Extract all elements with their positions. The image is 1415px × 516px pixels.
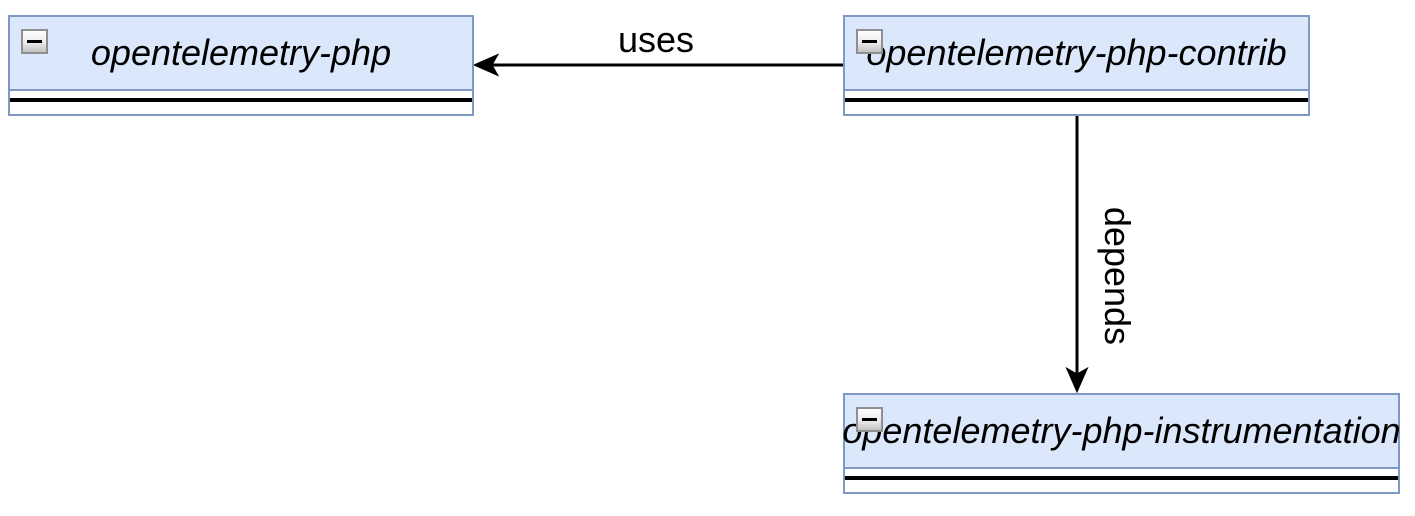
node-opentelemetry-php[interactable]: opentelemetry-php [8,15,474,116]
node-title-bar: opentelemetry-php-instrumentation [842,395,1401,469]
node-title-bar: opentelemetry-php-contrib [845,17,1308,91]
node-opentelemetry-php-instrumentation[interactable]: opentelemetry-php-instrumentation [842,393,1401,494]
minus-glyph [862,40,877,43]
arrowhead-icon [1065,366,1089,394]
arrowhead-icon [472,53,500,77]
node-label: opentelemetry-php-instrumentation [842,410,1401,451]
node-compartment [845,469,1398,491]
collapse-minus-icon[interactable] [856,29,883,54]
edge-label-uses: uses [617,19,695,60]
node-label: opentelemetry-php-contrib [866,32,1287,73]
node-title-bar: opentelemetry-php [10,17,472,91]
minus-glyph [862,418,877,421]
node-compartment [10,91,472,113]
compartment-divider [845,98,1308,102]
compartment-divider [845,476,1398,480]
node-compartment [845,91,1308,113]
node-label: opentelemetry-php [90,32,392,73]
depends-connector [1065,116,1089,394]
compartment-divider [10,98,472,102]
minus-glyph [27,40,42,43]
collapse-minus-icon[interactable] [21,29,48,54]
edge-label-depends: depends [1097,206,1138,346]
collapse-minus-icon[interactable] [856,407,883,432]
node-opentelemetry-php-contrib[interactable]: opentelemetry-php-contrib [843,15,1310,116]
